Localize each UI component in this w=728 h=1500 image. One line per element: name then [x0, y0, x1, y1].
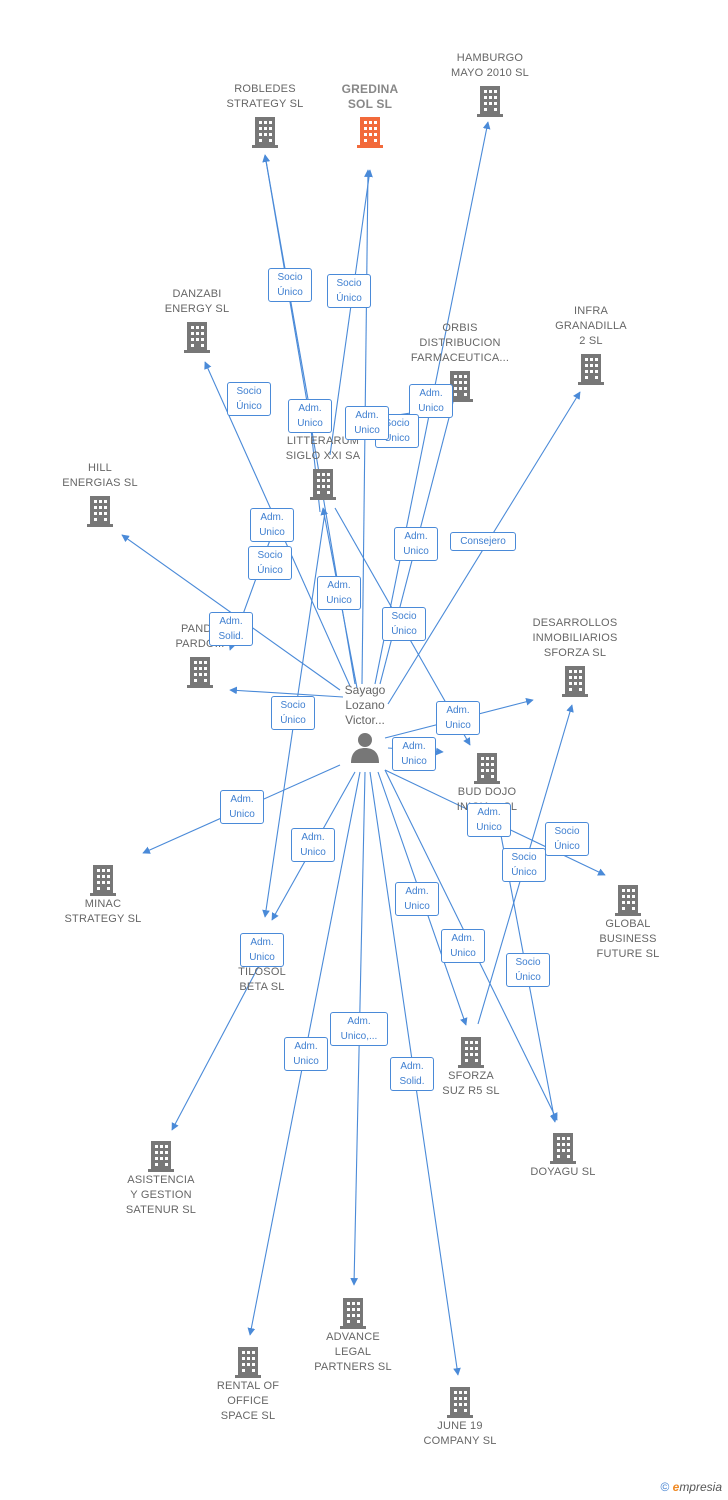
- edge-label[interactable]: Adm. Unico: [284, 1037, 328, 1071]
- company-name: MINAC STRATEGY SL: [64, 898, 142, 925]
- edge-label[interactable]: Socio Único: [268, 268, 312, 302]
- edge-label[interactable]: Adm. Unico: [394, 527, 438, 561]
- company-litterarum[interactable]: LITTERARUM SIGLO XXI SA: [258, 434, 388, 501]
- building-icon: [615, 885, 641, 916]
- edge-label[interactable]: Adm. Unico: [409, 384, 453, 418]
- company-name: INFRA GRANADILLA 2 SL: [555, 305, 627, 347]
- brand-logo-text: mpresia: [679, 1480, 722, 1494]
- company-minac[interactable]: MINAC STRATEGY SL: [38, 860, 168, 927]
- edge-label[interactable]: Socio Único: [248, 546, 292, 580]
- relationship-edge: [229, 686, 344, 698]
- edge-label[interactable]: Adm. Unico: [345, 406, 389, 440]
- company-hill[interactable]: HILL ENERGIAS SL: [35, 461, 165, 528]
- edge-label[interactable]: Adm. Unico: [395, 882, 439, 916]
- company-asistencia[interactable]: ASISTENCIA Y GESTION SATENUR SL: [96, 1136, 226, 1218]
- building-icon: [187, 657, 213, 688]
- footer-credit[interactable]: © empresia: [660, 1480, 722, 1494]
- edge-label[interactable]: Adm. Unico: [220, 790, 264, 824]
- building-icon: [252, 117, 278, 148]
- company-name: ADVANCE LEGAL PARTNERS SL: [314, 1331, 392, 1373]
- edge-label[interactable]: Adm. Unico: [240, 933, 284, 967]
- company-global[interactable]: GLOBAL BUSINESS FUTURE SL: [563, 880, 693, 962]
- building-icon: [148, 1141, 174, 1172]
- edge-label[interactable]: Adm. Solid.: [390, 1057, 434, 1091]
- edge-label[interactable]: Adm. Solid.: [209, 612, 253, 646]
- edge-label[interactable]: Socio Único: [382, 607, 426, 641]
- edge-label[interactable]: Socio Único: [327, 274, 371, 308]
- building-icon: [184, 322, 210, 353]
- building-icon: [90, 865, 116, 896]
- edge-label[interactable]: Socio Único: [227, 382, 271, 416]
- edge-label[interactable]: Adm. Unico: [392, 737, 436, 771]
- building-icon: [550, 1133, 576, 1164]
- company-desarrollos[interactable]: DESARROLLOS INMOBILIARIOS SFORZA SL: [510, 616, 640, 698]
- edge-label[interactable]: Adm. Unico: [317, 576, 361, 610]
- edge-label[interactable]: Adm. Unico: [250, 508, 294, 542]
- company-name: DESARROLLOS INMOBILIARIOS SFORZA SL: [532, 617, 618, 659]
- company-name: DANZABI ENERGY SL: [164, 288, 230, 315]
- person-node[interactable]: Sayago Lozano Victor...: [320, 683, 410, 770]
- building-icon: [235, 1347, 261, 1378]
- building-icon: [310, 469, 336, 500]
- edge-label[interactable]: Adm. Unico: [441, 929, 485, 963]
- company-name: SFORZA SUZ R5 SL: [442, 1070, 500, 1097]
- edge-label[interactable]: Socio Único: [271, 696, 315, 730]
- company-name: HILL ENERGIAS SL: [62, 462, 138, 489]
- company-gredina-main[interactable]: GREDINA SOL SL: [305, 82, 435, 149]
- copyright-symbol: ©: [660, 1480, 670, 1494]
- building-icon: [340, 1298, 366, 1329]
- company-orbis[interactable]: ORBIS DISTRIBUCION FARMACEUTICA...: [395, 321, 525, 403]
- company-name: ROBLEDES STRATEGY SL: [226, 83, 304, 110]
- building-icon: [578, 354, 604, 385]
- company-june[interactable]: JUNE 19 COMPANY SL: [395, 1382, 525, 1449]
- company-name: LITTERARUM SIGLO XXI SA: [285, 435, 361, 462]
- person-icon: [351, 733, 379, 763]
- edge-label[interactable]: Consejero: [450, 532, 516, 551]
- building-icon: [477, 86, 503, 117]
- relationship-edge: [171, 959, 263, 1131]
- company-infra[interactable]: INFRA GRANADILLA 2 SL: [526, 304, 656, 386]
- edge-label[interactable]: Adm. Unico: [436, 701, 480, 735]
- company-name: GLOBAL BUSINESS FUTURE SL: [596, 918, 660, 960]
- brand-logo-e: e: [672, 1480, 680, 1494]
- company-name: GREDINA SOL SL: [341, 82, 399, 111]
- building-icon: [562, 666, 588, 697]
- building-icon: [87, 496, 113, 527]
- building-icon: [447, 1387, 473, 1418]
- edge-label[interactable]: Socio Único: [506, 953, 550, 987]
- edge-label[interactable]: Adm. Unico: [291, 828, 335, 862]
- building-icon: [474, 753, 500, 784]
- relationship-edge: [329, 169, 373, 456]
- company-name: JUNE 19 COMPANY SL: [423, 1420, 497, 1447]
- person-name: Sayago Lozano Victor...: [344, 683, 386, 727]
- building-icon: [458, 1037, 484, 1068]
- edge-label[interactable]: Adm. Unico: [288, 399, 332, 433]
- company-name: ASISTENCIA Y GESTION SATENUR SL: [125, 1174, 197, 1216]
- company-hamburgo[interactable]: HAMBURGO MAYO 2010 SL: [425, 51, 555, 118]
- company-name: HAMBURGO MAYO 2010 SL: [450, 52, 529, 79]
- edge-label[interactable]: Socio Único: [545, 822, 589, 856]
- company-robledes[interactable]: ROBLEDES STRATEGY SL: [200, 82, 330, 149]
- company-advance[interactable]: ADVANCE LEGAL PARTNERS SL: [288, 1293, 418, 1375]
- edge-label[interactable]: Adm. Unico: [467, 803, 511, 837]
- edge-label[interactable]: Socio Único: [502, 848, 546, 882]
- company-name: DOYAGU SL: [530, 1166, 596, 1178]
- company-rental[interactable]: RENTAL OF OFFICE SPACE SL: [183, 1342, 313, 1424]
- company-name: TILOSOL BETA SL: [238, 966, 286, 993]
- company-name: ORBIS DISTRIBUCION FARMACEUTICA...: [410, 322, 510, 364]
- company-danzabi[interactable]: DANZABI ENERGY SL: [132, 287, 262, 354]
- company-tilosol[interactable]: TILOSOL BETA SL: [197, 928, 327, 995]
- company-doyagu[interactable]: DOYAGU SL: [498, 1128, 628, 1180]
- company-sforza-suz[interactable]: SFORZA SUZ R5 SL: [406, 1032, 536, 1099]
- edge-label[interactable]: Adm. Unico,...: [330, 1012, 388, 1046]
- building-icon: [357, 117, 383, 148]
- company-name: RENTAL OF OFFICE SPACE SL: [216, 1380, 280, 1422]
